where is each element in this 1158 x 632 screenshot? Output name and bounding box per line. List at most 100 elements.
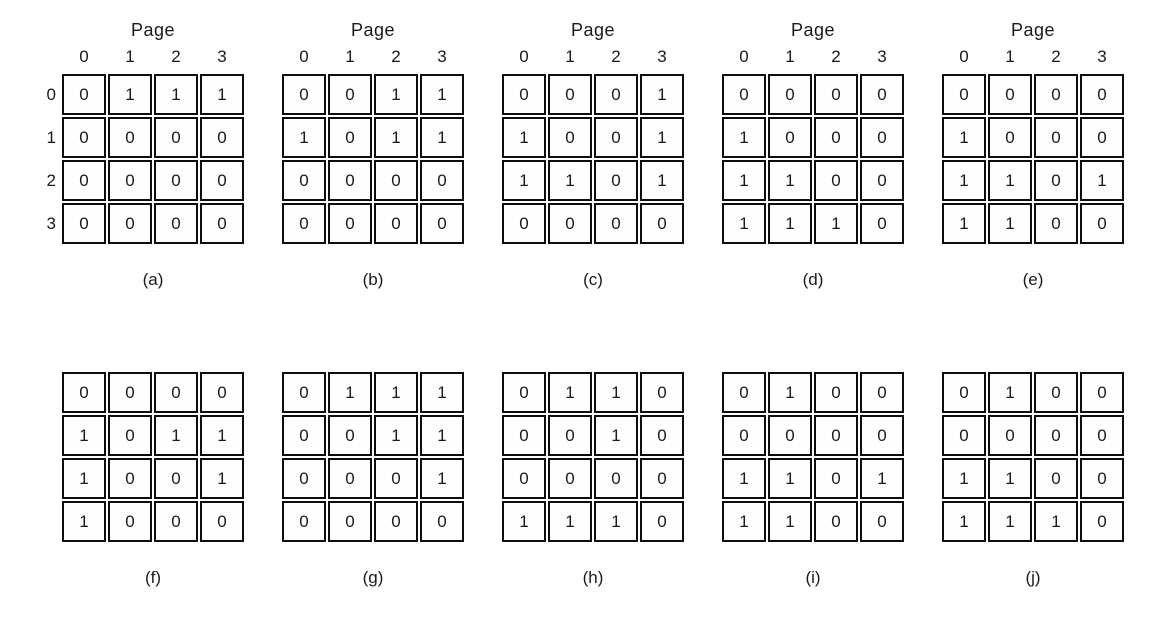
matrix-cell: 0 — [1080, 458, 1124, 499]
matrix-cell: 1 — [502, 160, 546, 201]
matrix-cell: 1 — [62, 501, 106, 542]
matrix-cell: 0 — [282, 203, 326, 244]
matrix-cell: 1 — [374, 415, 418, 456]
matrix-cell: 1 — [722, 501, 766, 542]
matrix-cell: 0 — [62, 160, 106, 201]
matrix-cell: 1 — [594, 415, 638, 456]
matrix-cell: 0 — [548, 117, 592, 158]
matrix-cell: 0 — [1034, 160, 1078, 201]
column-label: 1 — [785, 47, 795, 66]
matrix-caption: (d) — [802, 270, 824, 289]
column-label: 2 — [171, 47, 181, 66]
matrix-cell: 0 — [62, 74, 106, 115]
matrix-cell: 0 — [860, 415, 904, 456]
matrix-cell: 0 — [154, 372, 198, 413]
matrix-cell: 0 — [282, 74, 326, 115]
matrix-cell: 0 — [1034, 117, 1078, 158]
matrix-cell: 0 — [282, 415, 326, 456]
row-label: 2 — [46, 170, 56, 190]
matrix-cell: 0 — [1034, 458, 1078, 499]
matrix-cell: 0 — [548, 74, 592, 115]
matrix-cell: 0 — [1080, 415, 1124, 456]
matrix-cell: 1 — [722, 160, 766, 201]
page-axis-label: Page — [130, 20, 176, 40]
matrix-cell: 0 — [282, 458, 326, 499]
column-label: 0 — [959, 47, 969, 66]
matrix-cell: 0 — [1034, 415, 1078, 456]
matrix-cell: 1 — [1080, 160, 1124, 201]
matrix-cell: 0 — [200, 203, 244, 244]
matrix-cell: 1 — [988, 372, 1032, 413]
row-labels: 0 1 2 3 — [40, 74, 56, 244]
matrix-cell: 1 — [594, 501, 638, 542]
matrix-cell: 0 — [640, 458, 684, 499]
matrix-cell: 0 — [62, 203, 106, 244]
matrix-cell: 0 — [502, 372, 546, 413]
matrix-cell: 0 — [640, 415, 684, 456]
matrix-caption: (c) — [583, 270, 603, 289]
matrix-cell: 1 — [860, 458, 904, 499]
row-label: 0 — [46, 84, 56, 104]
matrix-cell: 0 — [1034, 203, 1078, 244]
matrix-cell: 0 — [548, 203, 592, 244]
matrix-cell: 1 — [988, 160, 1032, 201]
column-label: 1 — [1005, 47, 1015, 66]
matrix-cell: 1 — [942, 160, 986, 201]
matrix-cell: 0 — [814, 458, 858, 499]
matrix-cell: 0 — [502, 74, 546, 115]
matrix-cell: 1 — [594, 372, 638, 413]
matrix-cell: 1 — [374, 117, 418, 158]
matrix-cell: 0 — [154, 501, 198, 542]
matrix-cell: 1 — [154, 415, 198, 456]
matrix-cell: 0 — [374, 203, 418, 244]
matrix-cell: 0 — [722, 74, 766, 115]
matrix-cell: 0 — [860, 203, 904, 244]
matrix-cell: 0 — [420, 203, 464, 244]
matrix-caption: (j) — [1025, 568, 1041, 587]
column-label: 3 — [217, 47, 227, 66]
matrix-cell: 1 — [814, 203, 858, 244]
matrix-cell: 0 — [328, 501, 372, 542]
column-label: 2 — [611, 47, 621, 66]
matrix-cell: 0 — [1080, 501, 1124, 542]
matrix-cell: 1 — [420, 458, 464, 499]
column-label: 0 — [519, 47, 529, 66]
matrix-cell: 0 — [108, 501, 152, 542]
matrix-cell: 0 — [282, 501, 326, 542]
matrix-cell: 0 — [282, 160, 326, 201]
matrix-cell: 1 — [374, 74, 418, 115]
matrix-cell: 1 — [548, 372, 592, 413]
matrix-cell: 1 — [942, 458, 986, 499]
matrix-cell: 0 — [814, 501, 858, 542]
matrix-cell: 1 — [722, 458, 766, 499]
matrix-cell: 0 — [420, 501, 464, 542]
matrix-cell: 1 — [768, 501, 812, 542]
matrix-cell: 0 — [860, 160, 904, 201]
matrix-cell: 0 — [154, 458, 198, 499]
matrix-cell: 0 — [594, 160, 638, 201]
matrix-cell: 0 — [594, 117, 638, 158]
matrix-cell: 1 — [420, 415, 464, 456]
column-label: 1 — [565, 47, 575, 66]
page-axis-label: Page — [1010, 20, 1056, 40]
matrix-cell: 0 — [328, 203, 372, 244]
column-label: 0 — [739, 47, 749, 66]
matrix-cell: 0 — [814, 74, 858, 115]
column-labels: 0 1 2 3 — [722, 44, 904, 74]
